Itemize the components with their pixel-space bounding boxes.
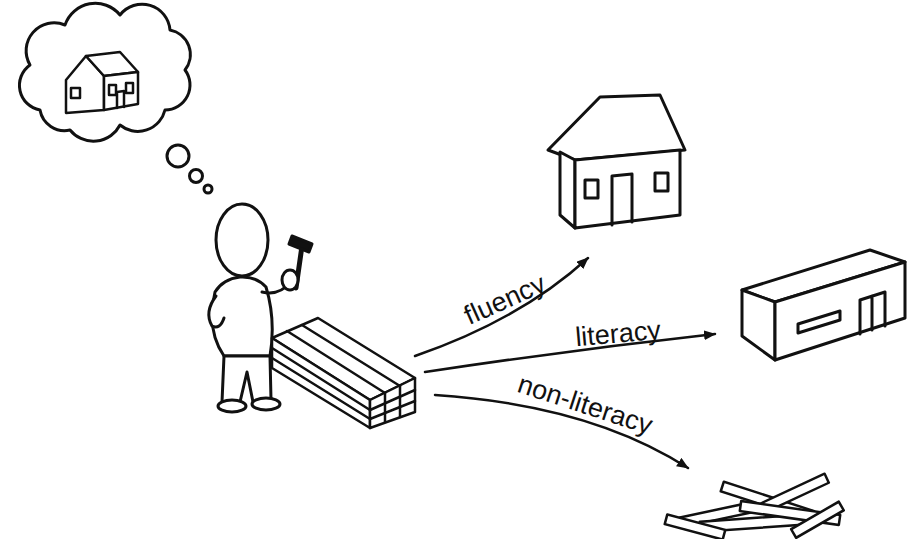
board-pile <box>665 474 844 539</box>
thought-bubble <box>167 145 189 167</box>
thought-cloud <box>19 3 190 141</box>
arrow-label: fluency <box>460 270 549 329</box>
thought-bubble <box>204 185 212 193</box>
house <box>548 95 685 228</box>
imagined-house <box>66 52 138 113</box>
arrow-label: non-literacy <box>514 371 655 440</box>
arrow-label: literacy <box>574 317 662 351</box>
lumber-stack <box>272 318 415 428</box>
arrow <box>425 334 715 372</box>
trailer <box>742 250 905 360</box>
arrow <box>415 258 588 356</box>
thought-bubble <box>190 170 203 183</box>
